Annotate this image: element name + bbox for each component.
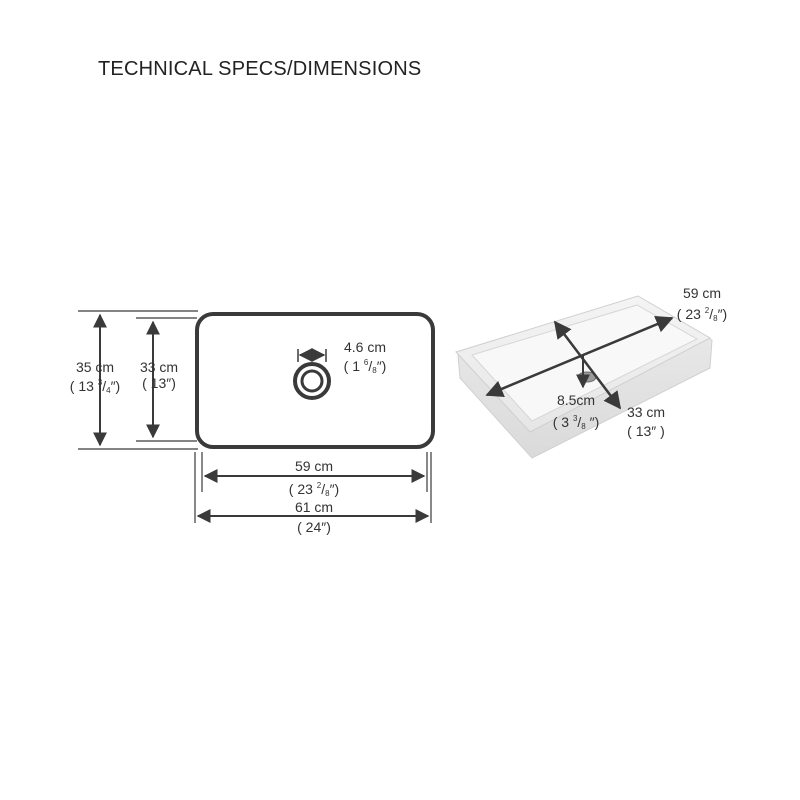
drain-outer-ring <box>293 362 331 400</box>
outer-width-label: 61 cm ( 24″) <box>294 499 334 535</box>
persp-width-label: 59 cm ( 23 2/8″) <box>676 285 728 323</box>
inner-depth-label: 33 cm ( 13″) <box>139 359 179 391</box>
page-title: TECHNICAL SPECS/DIMENSIONS <box>98 58 422 80</box>
persp-height-label: 8.5cm ( 3 3/8 ″) <box>552 392 600 431</box>
persp-depth-arrow <box>553 320 622 410</box>
persp-depth-label: 33 cm ( 13″ ) <box>626 404 666 439</box>
outer-depth-label: 35 cm ( 13 3/4″) <box>69 359 121 395</box>
basin-top-outline <box>195 312 435 449</box>
inner-width-label: 59 cm ( 23 2/8″) <box>288 458 340 498</box>
drain-inner-ring <box>300 369 324 393</box>
drain-label: 4.6 cm ( 1 6/8″) <box>343 339 387 375</box>
